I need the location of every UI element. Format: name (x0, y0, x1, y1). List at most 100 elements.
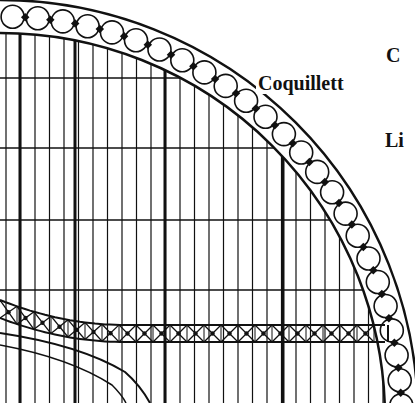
band-post (153, 325, 154, 342)
band-cross (323, 325, 340, 342)
band-cross (85, 324, 102, 339)
band-post (272, 325, 273, 342)
band-cross (119, 325, 136, 342)
thin-bar (20, 0, 21, 403)
band-cross (357, 325, 374, 342)
band-cross (306, 325, 323, 342)
band-cross (68, 320, 85, 340)
band-post (136, 325, 137, 342)
band-post (238, 325, 239, 342)
band-cross (153, 325, 170, 342)
band-edge (0, 300, 385, 325)
band-cross (34, 312, 51, 334)
band-cross (187, 325, 204, 342)
band-cross (170, 325, 187, 342)
ring-circle (101, 21, 124, 44)
band-cross (102, 325, 119, 341)
band-cross (85, 322, 102, 341)
band-post (170, 325, 171, 342)
band-cross (51, 316, 68, 337)
band-cross (170, 325, 187, 342)
ring-circle (385, 344, 408, 367)
band-cross (17, 306, 34, 329)
cross-bar (0, 77, 415, 79)
band-cross (340, 325, 357, 342)
band-knot (142, 331, 146, 335)
label-text: Li (383, 129, 406, 151)
band-knot (91, 330, 95, 334)
band-cross (272, 325, 289, 342)
band-cross (255, 325, 272, 342)
band-knot (278, 331, 282, 335)
band-knot (159, 331, 163, 335)
band-post (68, 320, 69, 337)
band-knot (57, 325, 61, 329)
cross-bar (0, 147, 415, 149)
band-cross (17, 312, 34, 324)
thick-bar (74, 0, 77, 403)
band-cross (289, 325, 306, 342)
inner-arc (0, 33, 385, 403)
band-post (51, 316, 52, 333)
ring-circle (1, 5, 24, 28)
ring-knot (394, 363, 402, 371)
band-post (119, 325, 120, 342)
band-cross (272, 325, 289, 342)
band-knot (74, 328, 78, 332)
band-post (187, 325, 188, 342)
band-post (255, 325, 256, 342)
band-cross (187, 325, 204, 342)
ring-knot (396, 389, 404, 397)
band-knot (312, 331, 316, 335)
band-cross (153, 325, 170, 342)
band-knot (176, 331, 180, 335)
band-knot (346, 331, 350, 335)
ring-circle (171, 49, 194, 72)
band-post (17, 306, 18, 324)
band-cross (289, 325, 306, 342)
thin-bar (78, 0, 79, 403)
band-post (85, 322, 86, 339)
band-knot (193, 331, 197, 335)
band-post (357, 325, 358, 342)
thick-bar (19, 0, 22, 403)
label-text: C (384, 44, 402, 66)
ring-circle (76, 15, 99, 38)
band-cross (102, 324, 119, 342)
band-cross (68, 322, 85, 337)
band-post (34, 312, 35, 330)
band-cross (357, 325, 374, 342)
ring-circle (390, 394, 413, 403)
band-knot (108, 331, 112, 335)
band-cross (340, 325, 357, 342)
band-cross (238, 325, 255, 342)
ring-circle (374, 295, 397, 318)
lattice-band (0, 300, 388, 403)
label-text: Coquillett (256, 72, 346, 94)
thin-bar (5, 0, 6, 403)
ring-circle (366, 271, 389, 294)
band-knot (329, 331, 333, 335)
ring-circle (125, 29, 148, 52)
band-cross (119, 325, 136, 342)
ring-circle (346, 224, 369, 247)
ring-circle (388, 369, 411, 392)
band-knot (40, 321, 44, 325)
band-post (374, 325, 375, 342)
band-edge (0, 318, 385, 342)
band-knot (261, 331, 265, 335)
band-post (289, 325, 290, 342)
lower-curve (0, 345, 126, 403)
band-post (323, 325, 324, 342)
band-cross (0, 300, 17, 324)
band-knot (6, 310, 10, 314)
thin-bar (34, 0, 35, 403)
ring-circle (334, 202, 357, 225)
band-cross (51, 320, 68, 334)
band-cross (204, 325, 221, 342)
ring-knot (21, 13, 29, 21)
